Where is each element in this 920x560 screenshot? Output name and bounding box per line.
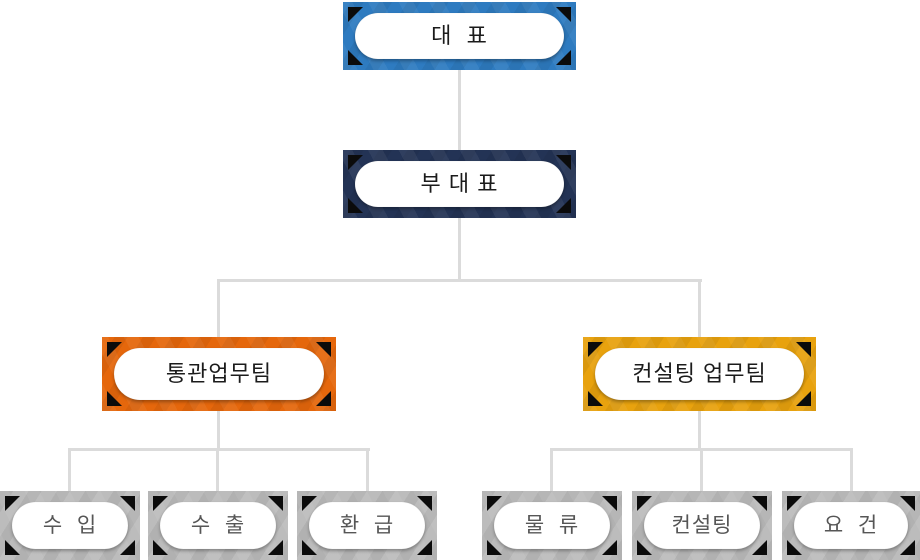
connector-logistics-drop-v — [550, 448, 553, 492]
connector-consulting-drop-v — [700, 448, 703, 492]
connector-ceo-vice-v — [458, 70, 461, 151]
node-pill: 환 급 — [309, 502, 425, 549]
corner-triangle-bottom-left — [348, 198, 363, 213]
node-label-export: 수 출 — [190, 514, 246, 537]
connector-refund-drop-v — [366, 448, 369, 492]
connector-vice-drop-v — [458, 218, 461, 282]
connector-import-drop-v — [68, 448, 71, 492]
node-pill: 컨설팅 — [644, 502, 760, 549]
node-label-ceo: 대 표 — [431, 23, 488, 48]
corner-triangle-top-right — [796, 342, 811, 357]
corner-triangle-bottom-left — [302, 540, 317, 555]
corner-triangle-bottom-right — [796, 391, 811, 406]
corner-triangle-bottom-right — [268, 540, 283, 555]
node-pill: 수 입 — [12, 502, 128, 549]
node-pill: 요 건 — [794, 502, 908, 549]
corner-triangle-bottom-left — [348, 50, 363, 65]
node-label-refund: 환 급 — [339, 514, 395, 537]
corner-triangle-top-left — [302, 496, 317, 511]
corner-triangle-bottom-left — [153, 540, 168, 555]
org-node-vice-ceo: 부 대 표 — [343, 150, 576, 218]
corner-triangle-bottom-left — [787, 540, 802, 555]
corner-triangle-top-right — [316, 342, 331, 357]
node-label-vice-ceo: 부 대 표 — [420, 171, 499, 196]
node-pill: 수 출 — [160, 502, 276, 549]
org-node-consulting-team: 컨설팅 업무팀 — [583, 337, 816, 411]
corner-triangle-bottom-left — [5, 540, 20, 555]
corner-triangle-top-left — [588, 342, 603, 357]
corner-triangle-bottom-left — [588, 391, 603, 406]
corner-triangle-top-right — [900, 496, 915, 511]
node-pill: 대 표 — [355, 13, 564, 59]
corner-triangle-bottom-right — [417, 540, 432, 555]
corner-triangle-top-left — [5, 496, 20, 511]
corner-triangle-top-left — [107, 342, 122, 357]
node-pill: 컨설팅 업무팀 — [595, 348, 804, 400]
node-label-consulting-team: 컨설팅 업무팀 — [632, 361, 767, 386]
connector-export-drop-v — [216, 448, 219, 492]
node-label-logistics: 물 류 — [524, 514, 580, 537]
connector-team1-drop-v — [217, 279, 220, 338]
corner-triangle-top-left — [487, 496, 502, 511]
corner-triangle-top-right — [752, 496, 767, 511]
org-node-export: 수 출 — [148, 491, 288, 560]
connector-requirements-drop-v — [850, 448, 853, 492]
corner-triangle-bottom-right — [556, 198, 571, 213]
corner-triangle-top-right — [556, 7, 571, 22]
corner-triangle-bottom-right — [556, 50, 571, 65]
corner-triangle-top-left — [348, 7, 363, 22]
org-node-import: 수 입 — [0, 491, 140, 560]
org-node-requirements: 요 건 — [782, 491, 920, 560]
corner-triangle-bottom-left — [637, 540, 652, 555]
corner-triangle-top-right — [417, 496, 432, 511]
corner-triangle-bottom-right — [900, 540, 915, 555]
corner-triangle-top-right — [120, 496, 135, 511]
corner-triangle-bottom-right — [316, 391, 331, 406]
node-label-customs-team: 통관업무팀 — [165, 361, 273, 386]
corner-triangle-top-left — [348, 155, 363, 170]
connector-team1-down-v — [217, 411, 220, 450]
node-pill: 부 대 표 — [355, 161, 564, 207]
connector-teams-h — [217, 279, 702, 282]
corner-triangle-top-right — [268, 496, 283, 511]
node-label-consulting: 컨설팅 — [671, 514, 733, 537]
corner-triangle-top-left — [637, 496, 652, 511]
connector-team2-drop-v — [698, 279, 701, 338]
org-node-consulting: 컨설팅 — [632, 491, 772, 560]
corner-triangle-top-right — [556, 155, 571, 170]
corner-triangle-bottom-right — [602, 540, 617, 555]
org-node-customs-team: 통관업무팀 — [102, 337, 336, 411]
node-label-requirements: 요 건 — [823, 514, 879, 537]
node-label-import: 수 입 — [42, 514, 98, 537]
corner-triangle-bottom-left — [107, 391, 122, 406]
org-node-logistics: 물 류 — [482, 491, 622, 560]
corner-triangle-top-right — [602, 496, 617, 511]
node-pill: 통관업무팀 — [114, 348, 324, 400]
connector-team2-down-v — [698, 411, 701, 450]
corner-triangle-top-left — [153, 496, 168, 511]
corner-triangle-bottom-left — [487, 540, 502, 555]
corner-triangle-bottom-right — [752, 540, 767, 555]
org-node-refund: 환 급 — [297, 491, 437, 560]
node-pill: 물 류 — [494, 502, 610, 549]
org-node-ceo: 대 표 — [343, 2, 576, 70]
connector-team1-children-h — [68, 448, 370, 451]
corner-triangle-top-left — [787, 496, 802, 511]
corner-triangle-bottom-right — [120, 540, 135, 555]
